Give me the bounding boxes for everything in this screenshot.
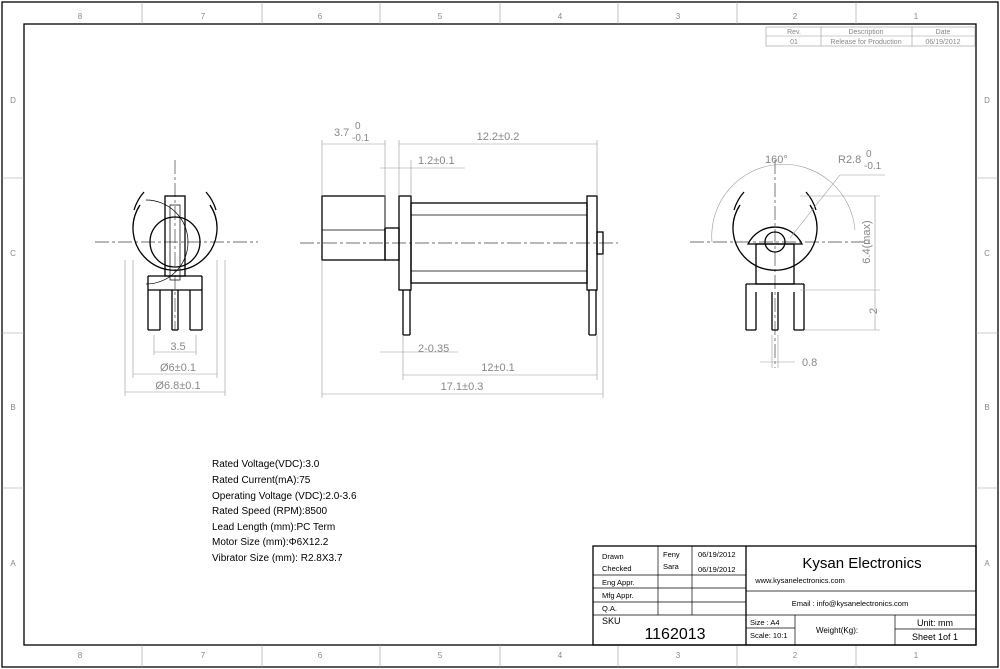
scale: Scale: 10:1 — [750, 631, 788, 640]
dim-shaft-tol-lower: -0.1 — [352, 133, 370, 144]
title-block-approvals-2-role: Eng Appr. — [602, 578, 635, 587]
title-block: Drawn Feny 06/19/2012 Checked Sara 06/19… — [592, 545, 977, 646]
sku-number: 1162013 — [644, 626, 705, 643]
dim-flange: 1.2±0.1 — [418, 155, 455, 167]
dim-diameter-outer: Ø6.8±0.1 — [155, 380, 200, 392]
zones-rows-2: B — [10, 403, 15, 412]
website: www.kysanelectronics.com — [754, 576, 845, 585]
zones-columns-7: 1 — [914, 12, 919, 21]
zones-columns-6: 2 — [793, 651, 798, 660]
title-block-approvals-1-date: 06/19/2012 — [698, 565, 736, 574]
zones-columns-0: 8 — [78, 12, 83, 21]
revision-table-headers-2: Date — [936, 29, 951, 36]
title-block-approvals-0-role: Drawn — [602, 552, 624, 561]
zones-columns-7: 1 — [914, 651, 919, 660]
dim-height: 6.4(max) — [861, 220, 873, 263]
revision-table-rows-0-2: 06/19/2012 — [925, 39, 960, 46]
zones-columns-6: 2 — [793, 12, 798, 21]
spec-item: Lead Length (mm):PC Term — [212, 522, 335, 533]
zones-rows-2: B — [984, 403, 989, 412]
spec-item: Operating Voltage (VDC):2.0-3.6 — [212, 491, 357, 502]
zones-rows-1: C — [984, 249, 990, 258]
weight: Weight(Kg): — [816, 626, 858, 635]
spec-item: Vibrator Size (mm): R2.8X3.7 — [212, 553, 343, 564]
dim-lead-thickness: 0.8 — [802, 357, 817, 369]
dim-radius-tol-lower: -0.1 — [864, 161, 882, 172]
end-view-left: 3.5 Ø6±0.1 Ø6.8±0.1 — [95, 160, 258, 396]
sheet-size: Size : A4 — [750, 618, 780, 627]
dim-lead-width: 2-0.35 — [418, 343, 449, 355]
title-block-approvals-1-role: Checked — [602, 564, 632, 573]
inner-frame — [23, 23, 977, 646]
zones-columns-4: 4 — [558, 651, 563, 660]
title-block-approvals-1-name: Sara — [663, 562, 680, 571]
title-block-approvals-3-role: Mfg Appr. — [602, 591, 634, 600]
dim-body-length: 12.2±0.2 — [477, 131, 520, 143]
dim-shaft-tol-upper: 0 — [355, 121, 361, 132]
dim-angle: 160° — [765, 154, 788, 166]
revision-table-headers-0: Rev. — [787, 29, 801, 36]
dim-diameter-inner: Ø6±0.1 — [160, 362, 196, 374]
title-block-approvals-0-date: 06/19/2012 — [698, 550, 736, 559]
spec-item: Motor Size (mm):Φ6X12.2 — [212, 537, 329, 548]
dim-can-length: 12±0.1 — [481, 362, 515, 374]
spec-item: Rated Current(mA):75 — [212, 475, 311, 486]
zones-columns-4: 4 — [558, 12, 563, 21]
title-block-sku-label: SKU — [602, 616, 621, 626]
dim-lead-length: 2 — [868, 308, 880, 314]
side-view: 3.7 0 -0.1 12.2±0.2 1.2±0.1 2-0.35 12±0.… — [300, 121, 618, 398]
email: Email : info@kysanelectronics.com — [792, 599, 908, 608]
spec-list: Rated Voltage(VDC):3.0 Rated Current(mA)… — [212, 459, 357, 564]
sheet-number: Sheet 1of 1 — [912, 632, 958, 642]
spec-item: Rated Voltage(VDC):3.0 — [212, 459, 320, 470]
unit: Unit: mm — [917, 618, 953, 628]
zones-rows-1: C — [10, 249, 16, 258]
zone-labels: 8 7 6 5 4 3 2 1 8 7 6 5 4 3 2 1 D C B A D C B A — [10, 12, 990, 660]
zones-columns-0: 8 — [78, 651, 83, 660]
zones-columns-3: 5 — [438, 12, 443, 21]
zones-rows-3: A — [10, 559, 16, 568]
zones-rows-0: D — [984, 96, 990, 105]
spec-item: Rated Speed (RPM):8500 — [212, 506, 328, 517]
zones-columns-3: 5 — [438, 651, 443, 660]
zones-rows-0: D — [10, 96, 16, 105]
title-block-approvals-0-name: Feny — [663, 550, 680, 559]
dim-shaft-length: 3.7 — [334, 127, 349, 139]
revision-table-headers-1: Description — [848, 29, 883, 36]
zones-rows-3: A — [984, 559, 990, 568]
dim-lead-pitch: 3.5 — [170, 341, 185, 353]
zones-columns-5: 3 — [676, 12, 681, 21]
zones-columns-5: 3 — [676, 651, 681, 660]
zones-columns-2: 6 — [318, 12, 323, 21]
revision-table: Rev. Description Date 01 Release for Pro… — [765, 26, 976, 47]
dim-radius-tol-upper: 0 — [866, 149, 872, 160]
dim-radius: R2.8 — [838, 154, 861, 166]
zones-columns-1: 7 — [201, 651, 206, 660]
revision-table-rows-0-0: 01 — [790, 39, 798, 46]
revision-table-rows-0-1: Release for Production — [830, 39, 901, 46]
zones-columns-1: 7 — [201, 12, 206, 21]
end-view-right: 160° R2.8 0 -0.1 6.4(max) 2 0.8 — [690, 149, 885, 369]
company-name: Kysan Electronics — [802, 555, 921, 572]
dim-overall-length: 17.1±0.3 — [441, 381, 484, 393]
title-block-approvals-4-role: Q.A. — [602, 604, 617, 613]
zones-columns-2: 6 — [318, 651, 323, 660]
